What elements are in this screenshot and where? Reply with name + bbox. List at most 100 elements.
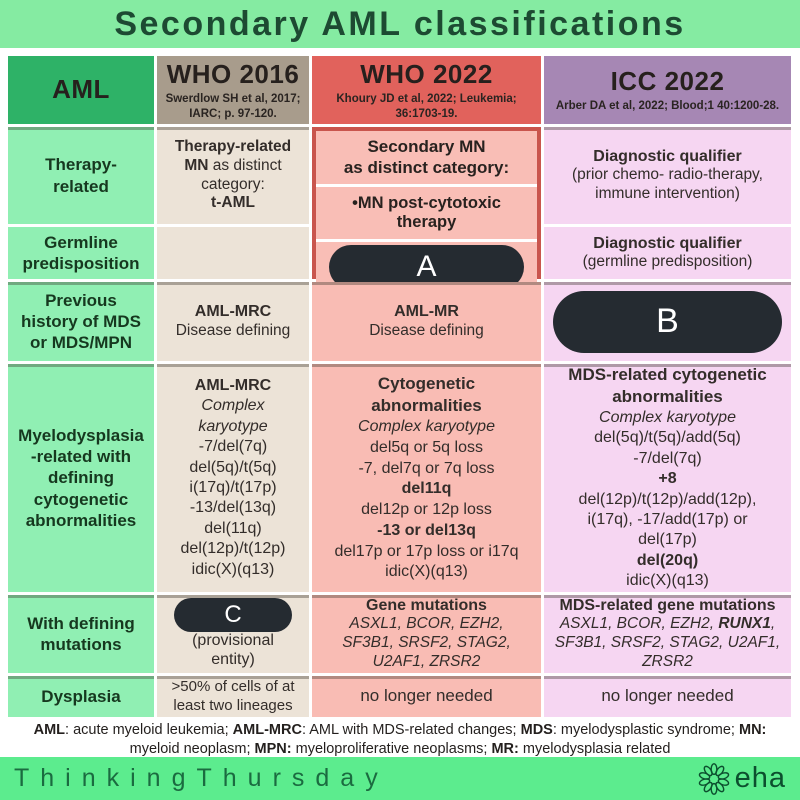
abbr-definition: myeloid neoplasm; xyxy=(129,740,255,757)
cell-text: >50% of cells of at least two lineages xyxy=(171,678,295,714)
cell-text: no longer needed xyxy=(360,686,493,706)
cell-who2022-history: AML-MR Disease defining xyxy=(312,282,541,361)
cell-who2022-mutations: Gene mutations ASXL1, BCOR, EZH2, SF3B1,… xyxy=(312,595,541,673)
row-label-previous-history: Previous history of MDS or MDS/MPN xyxy=(8,282,154,361)
gene-list-italic: ASXL1, BCOR, EZH2, SF3B1, SRSF2, STAG2, … xyxy=(342,615,511,671)
cell-who2016-germline-empty xyxy=(157,227,309,279)
cell-who2022-cytogenetics: Cytogenetic abnormalities Complex karyot… xyxy=(312,364,541,592)
abbr-term: MR: xyxy=(491,740,519,757)
karyotype-line: del17p or 17p loss or i17q xyxy=(334,542,519,560)
cell-icc-cytogenetics: MDS-related cytogenetic abnormalities Co… xyxy=(544,364,791,592)
column-header-icc2022: ICC 2022 Arber DA et al, 2022; Blood;1 4… xyxy=(544,56,791,124)
abbr-term: MDS xyxy=(520,722,553,738)
who2022-secondary-mn-box: Secondary MN as distinct category: •MN p… xyxy=(312,127,541,292)
row-label-dysplasia: Dysplasia xyxy=(8,676,154,717)
karyotype-line: +8 xyxy=(658,470,677,488)
cell-who2016-mutations: C (provisional entity) xyxy=(157,595,309,673)
bottom-brand-bar: ThinkingThursday eha xyxy=(0,757,800,800)
row-label-therapy-related: Therapy- related xyxy=(8,127,154,224)
box-bullet-section: •MN post-cytotoxic therapy xyxy=(316,187,537,239)
cell-who2016-therapy: Therapy-related MN as distinct category:… xyxy=(157,127,309,224)
karyotype-line: del(5q)/t(5q)/add(5q) xyxy=(594,429,741,447)
title-band: Secondary AML classifications xyxy=(0,0,800,48)
page-title: Secondary AML classifications xyxy=(114,4,686,43)
cell-text-bold: MDS-related cytogenetic abnormalities xyxy=(568,365,767,406)
karyotype-line: del12p or 12p loss xyxy=(361,501,492,519)
cell-text: (prior chemo- radio-therapy, immune inte… xyxy=(572,166,763,203)
row-label-myelodysplasia-related: Myelodysplasia -related with defining cy… xyxy=(8,364,154,592)
cell-text-bold: Diagnostic qualifier xyxy=(593,234,742,252)
row-label-defining-mutations: With defining mutations xyxy=(8,595,154,673)
abbr-term: AML xyxy=(33,722,66,738)
cell-text-italic: Complex karyotype xyxy=(358,417,495,435)
abbr-definition: : acute myeloid leukemia; xyxy=(65,722,233,738)
cell-text-bold: Gene mutations xyxy=(366,596,487,614)
gene-runx1-bold-italic: RUNX1 xyxy=(718,615,771,633)
karyotype-line: del(17p) xyxy=(638,531,697,549)
cell-text: Disease defining xyxy=(369,321,484,339)
karyotype-line: idic(X)(q13) xyxy=(385,563,468,581)
abbr-definition: : AML with MDS-related changes; xyxy=(301,722,521,738)
cell-text: -7/del(7q) del(5q)/t(5q) i(17q)/t(17p) -… xyxy=(180,438,286,578)
eha-logo: eha xyxy=(697,762,786,796)
abbr-term: AML-MRC xyxy=(232,722,302,738)
abbreviations-footer: AML: acute myeloid leukemia; AML-MRC: AM… xyxy=(0,717,800,761)
column-header-reference: Arber DA et al, 2022; Blood;1 40:1200-28… xyxy=(555,100,780,113)
cell-who2022-dysplasia: no longer needed xyxy=(312,676,541,717)
cell-text: no longer needed xyxy=(601,686,734,706)
karyotype-line: del11q xyxy=(401,480,452,498)
column-header-who2016: WHO 2016 Swerdlow SH et al, 2017; IARC; … xyxy=(157,56,309,124)
karyotype-line: del(20q) xyxy=(636,551,699,569)
karyotype-line: del5q or 5q loss xyxy=(370,438,483,456)
cell-icc-germline: Diagnostic qualifier (germline predispos… xyxy=(544,227,791,279)
redaction-pill-c[interactable]: C xyxy=(174,598,292,632)
cell-text-bold: Therapy-related MN xyxy=(174,137,292,174)
cell-text-bold: t-AML xyxy=(211,194,255,212)
box-heading-section: Secondary MN as distinct category: xyxy=(316,131,537,184)
column-header-label: ICC 2022 xyxy=(610,66,725,97)
cell-who2016-cytogenetics: AML-MRC Complex karyotype -7/del(7q) del… xyxy=(157,364,309,592)
cell-text-bold: AML-MR xyxy=(394,303,459,321)
abbr-term: MN: xyxy=(739,722,767,738)
column-header-label: WHO 2016 xyxy=(166,59,300,90)
box-bullet: •MN post-cytotoxic therapy xyxy=(352,193,501,231)
cell-who2016-dysplasia: >50% of cells of at least two lineages xyxy=(157,676,309,717)
classification-table: AML WHO 2016 Swerdlow SH et al, 2017; IA… xyxy=(8,56,792,717)
cell-text-bold: Cytogenetic abnormalities xyxy=(371,373,482,415)
cell-text-italic: Complex karyotype xyxy=(198,397,268,435)
cell-icc-mutations: MDS-related gene mutations ASXL1, BCOR, … xyxy=(544,595,791,673)
abbr-definition: myeloproliferative neoplasms; xyxy=(291,740,492,757)
box-heading: Secondary MN as distinct category: xyxy=(343,137,510,177)
eha-wreath-icon xyxy=(697,762,730,795)
cell-who2016-history: AML-MRC Disease defining xyxy=(157,282,309,361)
karyotype-line: del(12p)/t(12p)/add(12p), xyxy=(578,490,757,508)
karyotype-line: idic(X)(q13) xyxy=(626,572,709,590)
cell-text: (provisional entity) xyxy=(192,631,274,669)
column-header-reference: Khoury JD et al, 2022; Leukemia; 36:1703… xyxy=(336,93,517,120)
cell-text-bold: Diagnostic qualifier xyxy=(593,147,742,165)
cell-text-bold: AML-MRC xyxy=(194,303,272,321)
abbr-term: MPN: xyxy=(254,740,292,757)
redaction-pill-b[interactable]: B xyxy=(552,290,783,353)
column-header-label: WHO 2022 xyxy=(360,59,493,90)
abbr-definition: : myelodysplastic syndrome; xyxy=(552,722,739,738)
redaction-pill-a[interactable]: A xyxy=(328,245,525,289)
gene-list-italic: , SF3B1, SRSF2, STAG2, U2AF1, ZRSR2 xyxy=(554,615,781,671)
cell-text-italic: Complex karyotype xyxy=(599,408,736,426)
column-header-aml: AML xyxy=(8,56,154,124)
karyotype-line: i(17q), -17/add(17p) or xyxy=(587,510,748,528)
cell-icc-history: B xyxy=(544,282,791,361)
cell-icc-therapy: Diagnostic qualifier (prior chemo- radio… xyxy=(544,127,791,224)
abbr-definition: myelodysplasia related xyxy=(518,740,671,757)
cell-text-bold: AML-MRC xyxy=(194,376,272,394)
column-header-who2022: WHO 2022 Khoury JD et al, 2022; Leukemia… xyxy=(312,56,541,124)
row-label-germline-predisposition: Germline predisposition xyxy=(8,227,154,279)
column-header-label: AML xyxy=(52,74,110,105)
cell-text: as distinct category: xyxy=(201,156,282,193)
karyotype-line: -7/del(7q) xyxy=(633,449,702,467)
cell-text-bold: MDS-related gene mutations xyxy=(559,596,776,614)
thinking-thursday-brand: ThinkingThursday xyxy=(14,764,389,792)
gene-list-italic: ASXL1, BCOR, EZH2, xyxy=(559,615,719,633)
karyotype-line: -13 or del13q xyxy=(377,521,476,539)
cell-icc-dysplasia: no longer needed xyxy=(544,676,791,717)
